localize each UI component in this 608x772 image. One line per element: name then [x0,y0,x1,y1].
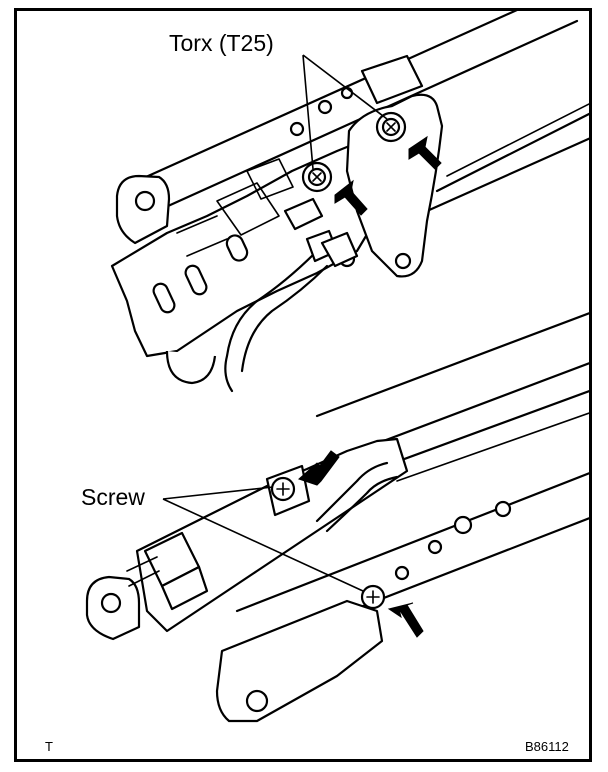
screw-lower-icon [360,584,386,610]
screw-upper-icon [270,476,296,502]
arrow-to-lower-screw-icon [387,602,424,638]
view-code: T [45,739,53,754]
figure-frame: Torx (T25) [14,8,592,762]
bottom-seat-track-assembly [85,312,589,723]
torx-bolt-right-icon [375,111,407,143]
arrow-to-right-bolt-icon [408,135,442,170]
torx-label: Torx (T25) [169,30,274,56]
screw-leader-lines [162,486,364,592]
figure-id: B86112 [525,739,569,754]
arrow-to-left-bolt-icon [334,179,368,216]
service-diagram: Torx (T25) [45,11,589,754]
torx-leader-lines [302,54,388,170]
screw-label: Screw [81,484,145,510]
arrow-to-upper-screw-icon [298,450,340,486]
torx-bolt-left-icon [301,161,333,193]
top-seat-track-assembly [110,11,589,393]
